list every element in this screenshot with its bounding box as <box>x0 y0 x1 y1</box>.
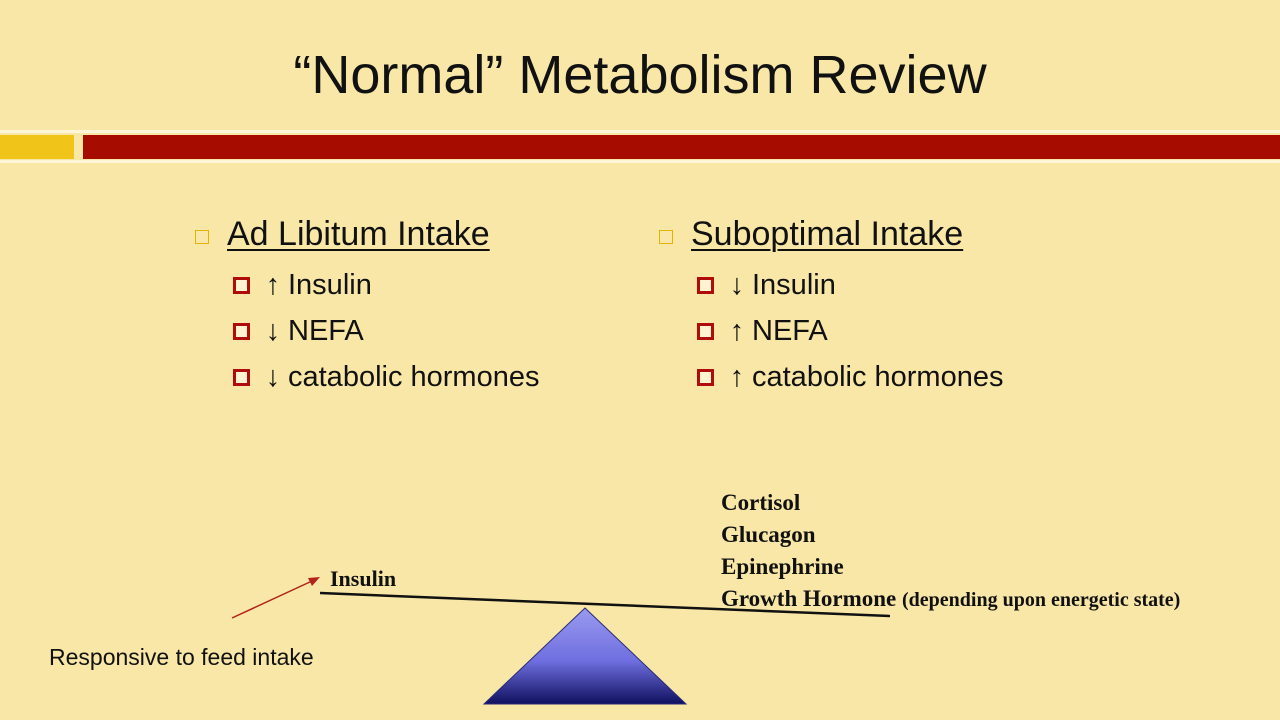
hormone-list: Cortisol Glucagon Epinephrine Growth Hor… <box>721 487 1180 616</box>
header-bar-red <box>83 135 1280 159</box>
pointer-arrow-line <box>231 580 313 619</box>
arrow-icon: ↑ <box>265 268 281 301</box>
insulin-label: Insulin <box>330 566 397 591</box>
bullet-square-icon <box>697 322 714 340</box>
arrow-icon: ↑ <box>729 360 745 393</box>
arrow-icon: ↓ <box>729 268 745 301</box>
fulcrum-triangle <box>482 607 688 705</box>
bullet-square-icon <box>195 229 209 244</box>
list-item-text: NEFA <box>752 314 828 347</box>
hormone-item: Growth Hormone <box>721 586 897 611</box>
list-item-text: Insulin <box>752 268 836 301</box>
arrow-icon: ↑ <box>729 314 745 347</box>
list-item: ↑ NEFA <box>697 308 1003 354</box>
hormone-item: Epinephrine <box>721 554 844 579</box>
bullet-square-icon <box>233 368 250 386</box>
bullet-square-icon <box>233 322 250 340</box>
left-column: Ad Libitum Intake ↑ Insulin ↓ NEFA ↓ cat… <box>195 215 539 400</box>
list-item-text: catabolic hormones <box>752 360 1004 393</box>
header-rule-top <box>0 130 1280 133</box>
right-column: Suboptimal Intake ↓ Insulin ↑ NEFA ↑ cat… <box>659 215 1003 400</box>
left-heading: Ad Libitum Intake <box>195 215 539 254</box>
arrow-icon: ↓ <box>265 360 281 393</box>
slide-title: “Normal” Metabolism Review <box>293 45 987 105</box>
hormone-item: Glucagon <box>721 522 816 547</box>
list-item: ↓ NEFA <box>233 308 539 354</box>
list-item-text: catabolic hormones <box>288 360 540 393</box>
bullet-square-icon <box>697 368 714 386</box>
bullet-square-icon <box>697 276 714 294</box>
hormone-item: Cortisol <box>721 490 801 515</box>
list-item-text: NEFA <box>288 314 364 347</box>
bullet-square-icon <box>233 276 250 294</box>
list-item: ↑ Insulin <box>233 262 539 308</box>
header-bar-yellow <box>0 135 74 159</box>
left-heading-text: Ad Libitum Intake <box>227 215 490 253</box>
list-item: ↓ catabolic hormones <box>233 354 539 400</box>
list-item: ↓ Insulin <box>697 262 1003 308</box>
right-heading: Suboptimal Intake <box>659 215 1003 254</box>
hormone-note: (depending upon energetic state) <box>902 589 1181 611</box>
list-item-text: Insulin <box>288 268 372 301</box>
list-item: ↑ catabolic hormones <box>697 354 1003 400</box>
hormone-item-row: Growth Hormone (depending upon energetic… <box>721 583 1180 616</box>
right-heading-text: Suboptimal Intake <box>691 215 964 253</box>
arrow-icon: ↓ <box>265 314 281 347</box>
bullet-square-icon <box>659 229 673 244</box>
responsive-label: Responsive to feed intake <box>49 644 314 670</box>
pointer-arrowhead-icon <box>308 577 320 586</box>
balance-beam <box>319 591 891 618</box>
header-rule-bottom <box>0 160 1280 163</box>
